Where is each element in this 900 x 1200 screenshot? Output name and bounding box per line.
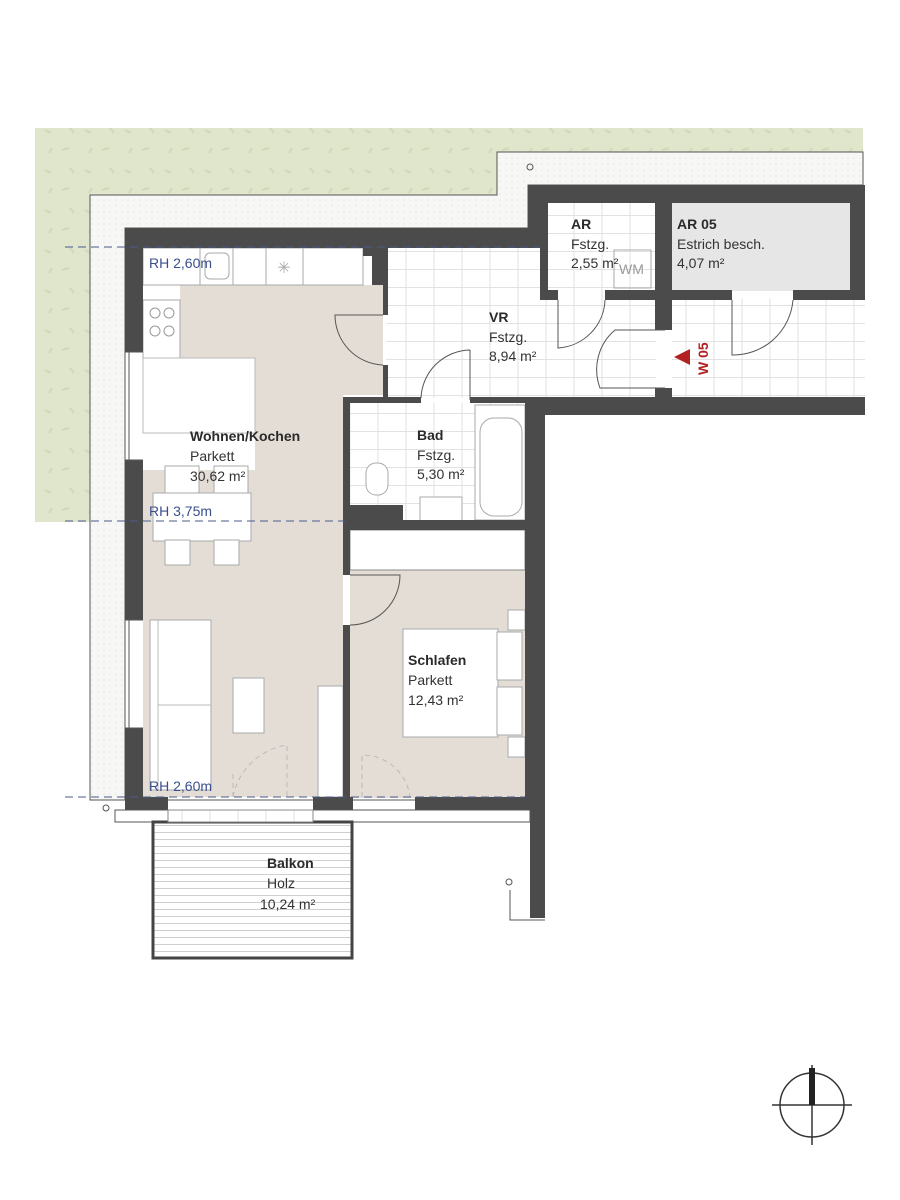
walls xyxy=(125,185,865,918)
svg-text:Parkett: Parkett xyxy=(408,672,452,688)
survey-point xyxy=(102,804,110,812)
rh-label-middle: RH 3,75m xyxy=(149,503,212,519)
svg-text:Holz: Holz xyxy=(267,875,295,891)
terrace-edge-line xyxy=(509,890,545,921)
stove-icon xyxy=(149,307,175,337)
balcony-threshold xyxy=(167,809,314,823)
entrance-label: W 05 xyxy=(695,342,711,375)
entrance-arrow-icon xyxy=(674,349,690,365)
dining-table xyxy=(152,465,252,566)
bed xyxy=(402,609,526,758)
survey-point xyxy=(505,878,513,886)
svg-text:Wohnen/Kochen: Wohnen/Kochen xyxy=(190,428,300,444)
svg-text:30,62 m²: 30,62 m² xyxy=(190,468,246,484)
sofa xyxy=(149,619,212,791)
bathtub xyxy=(474,404,526,521)
svg-text:Estrich besch.: Estrich besch. xyxy=(677,236,765,252)
doors xyxy=(334,299,794,626)
balcony-doors xyxy=(232,744,411,798)
grass-area xyxy=(35,128,863,522)
room-label-balkon: Balkon Holz 10,24 m² xyxy=(260,855,316,912)
corridor-floor xyxy=(672,298,865,398)
sink-icon xyxy=(204,252,230,280)
extractor-icon: ✳ xyxy=(277,260,290,277)
survey-point xyxy=(526,163,534,171)
kitchen: ✳ xyxy=(142,247,364,434)
svg-text:12,43 m²: 12,43 m² xyxy=(408,692,464,708)
svg-text:2,55 m²: 2,55 m² xyxy=(571,255,619,271)
svg-text:4,07 m²: 4,07 m² xyxy=(677,255,725,271)
rh-label-bottom: RH 2,60m xyxy=(149,778,212,794)
sideboard xyxy=(317,685,344,798)
room-label-ar05: AR 05 Estrich besch. 4,07 m² xyxy=(677,216,765,271)
room-label-schlafen: Schlafen Parkett 12,43 m² xyxy=(408,652,466,708)
room-label-vr: VR Fstzg. 8,94 m² xyxy=(489,309,537,364)
svg-text:Schlafen: Schlafen xyxy=(408,652,466,668)
north-compass-icon xyxy=(772,1065,852,1145)
svg-text:AR: AR xyxy=(571,216,591,232)
washbasin-icon xyxy=(419,496,463,522)
svg-text:8,94 m²: 8,94 m² xyxy=(489,348,537,364)
balcony xyxy=(151,820,354,960)
room-label-bad: Bad Fstzg. 5,30 m² xyxy=(417,427,465,482)
svg-text:Fstzg.: Fstzg. xyxy=(489,329,527,345)
svg-text:Fstzg.: Fstzg. xyxy=(571,236,609,252)
wardrobe xyxy=(349,529,526,571)
ar05-floor xyxy=(672,203,850,291)
svg-text:AR 05: AR 05 xyxy=(677,216,717,232)
rh-label-top: RH 2,60m xyxy=(149,255,212,271)
room-label-ar: AR Fstzg. 2,55 m² WM xyxy=(571,216,644,277)
svg-text:Parkett: Parkett xyxy=(190,448,234,464)
kitchen-island xyxy=(142,357,256,434)
svg-text:Bad: Bad xyxy=(417,427,443,443)
coffee-table xyxy=(232,677,265,734)
svg-text:Balkon: Balkon xyxy=(267,855,314,871)
washing-machine-label: WM xyxy=(619,261,644,277)
svg-text:VR: VR xyxy=(489,309,508,325)
ar-floor xyxy=(548,203,656,293)
svg-text:Fstzg.: Fstzg. xyxy=(417,447,455,463)
svg-text:10,24 m²: 10,24 m² xyxy=(260,896,316,912)
wm-box xyxy=(613,249,652,289)
toilet-icon xyxy=(365,462,389,496)
svg-text:5,30 m²: 5,30 m² xyxy=(417,466,465,482)
room-label-wohnen: Wohnen/Kochen Parkett 30,62 m² xyxy=(190,428,300,484)
